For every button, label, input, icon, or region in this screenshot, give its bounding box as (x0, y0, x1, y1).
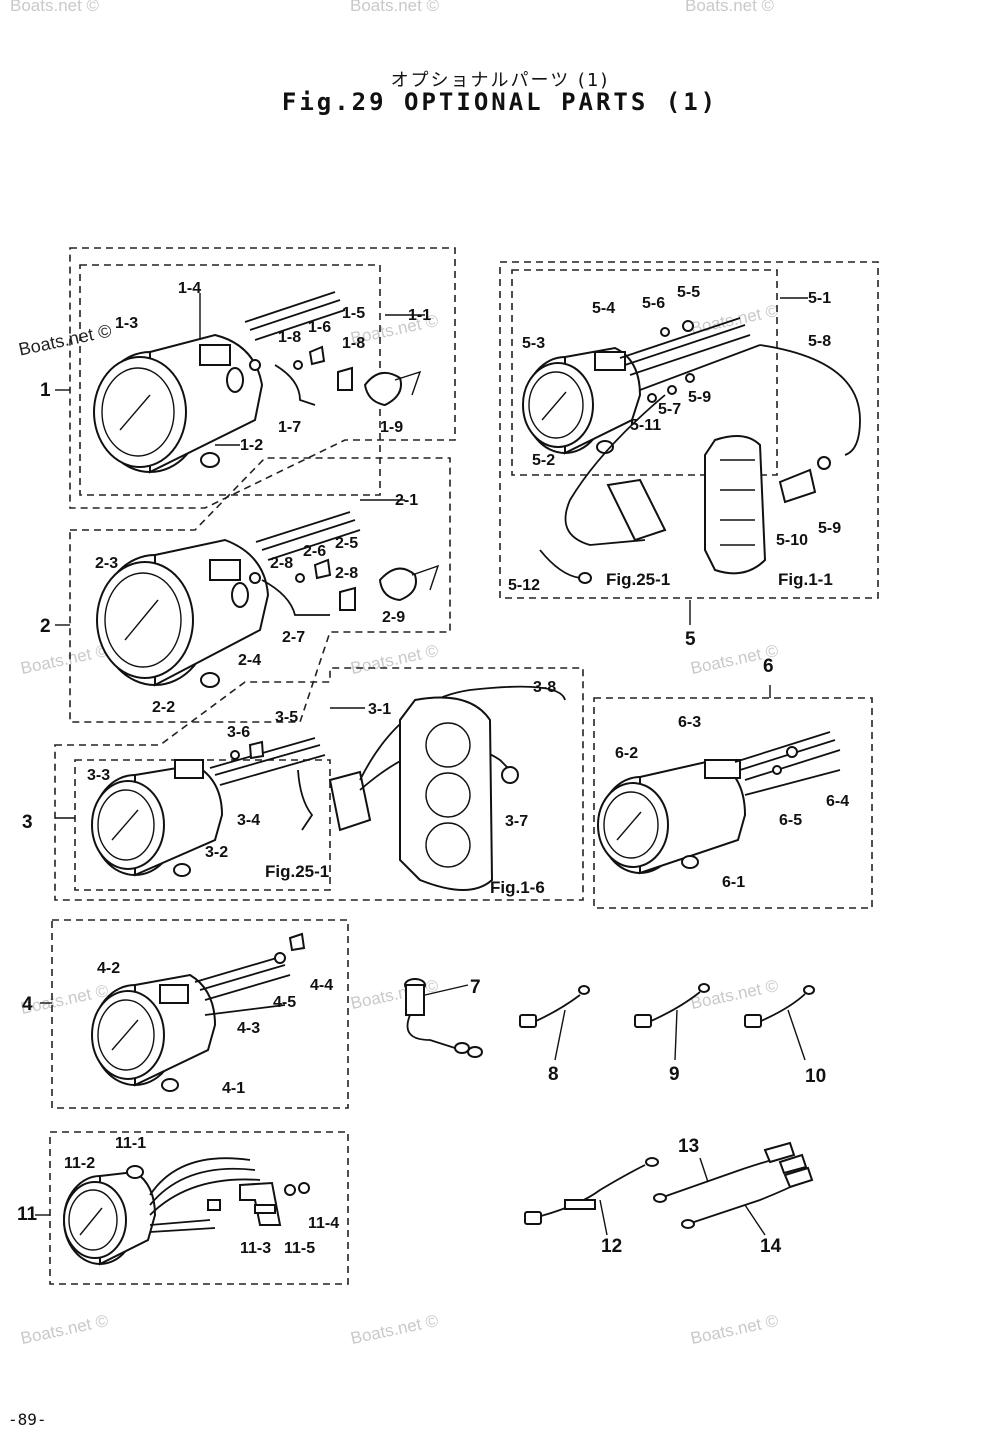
callout-2-8a: 2-8 (270, 555, 293, 572)
figure-title: Fig.29 OPTIONAL PARTS (1) (281, 88, 719, 116)
callout-5-5: 5-5 (677, 284, 700, 301)
callout-2-7: 2-7 (282, 629, 305, 646)
callout-1-8a: 1-8 (278, 329, 301, 346)
group-5-meter-kit (499, 261, 879, 625)
callout-1-4: 1-4 (178, 280, 201, 297)
ref-fig-1-1: Fig.1-1 (778, 570, 833, 589)
group-label-8: 8 (548, 1064, 559, 1085)
group-label-14: 14 (760, 1236, 782, 1257)
callout-2-6: 2-6 (303, 543, 326, 560)
callout-5-3: 5-3 (522, 335, 545, 352)
callout-5-8: 5-8 (808, 333, 831, 350)
group-label-9: 9 (669, 1064, 680, 1085)
ref-fig-1-6: Fig.1-6 (490, 878, 545, 897)
callout-2-4: 2-4 (238, 652, 261, 669)
callout-2-2: 2-2 (152, 699, 175, 716)
watermark: Boats.net © (350, 0, 440, 15)
callout-3-8: 3-8 (533, 679, 556, 696)
callout-1-1: 1-1 (408, 307, 431, 324)
callout-5-6: 5-6 (642, 295, 665, 312)
group-2-tachometer-assembly (55, 457, 451, 723)
group-4-meter-assembly (40, 919, 349, 1109)
callout-4-4: 4-4 (310, 977, 333, 994)
callout-1-3: 1-3 (115, 315, 138, 332)
callout-6-4: 6-4 (826, 793, 849, 810)
callout-2-8b: 2-8 (335, 565, 358, 582)
watermark: Boats.net © (685, 0, 775, 15)
part-13-harness (653, 1141, 808, 1203)
group-label-13: 13 (678, 1136, 699, 1157)
callout-6-3: 6-3 (678, 714, 701, 731)
callout-4-3: 4-3 (237, 1020, 260, 1037)
callout-1-8b: 1-8 (342, 335, 365, 352)
group-label-2: 2 (40, 616, 51, 637)
callout-2-3: 2-3 (95, 555, 118, 572)
group-6-meter-assembly (593, 685, 873, 909)
callout-4-5: 4-5 (273, 994, 296, 1011)
callout-3-2: 3-2 (205, 844, 228, 861)
title-japanese: オプショナルパーツ (1) (390, 70, 610, 91)
callout-4-2: 4-2 (97, 960, 120, 977)
group-11-meter-assembly (35, 1131, 349, 1285)
callout-3-3: 3-3 (87, 767, 110, 784)
callout-5-1: 5-1 (808, 290, 831, 307)
group-3-meter-assembly (54, 667, 584, 901)
callout-5-7: 5-7 (658, 401, 681, 418)
callout-1-6: 1-6 (308, 319, 331, 336)
callout-3-5: 3-5 (275, 709, 298, 726)
callout-6-1: 6-1 (722, 874, 745, 891)
part-10-lead-wire (744, 985, 815, 1061)
group-label-5: 5 (685, 629, 696, 650)
callout-4-1: 4-1 (222, 1080, 245, 1097)
callout-6-5: 6-5 (779, 812, 802, 829)
group-label-7: 7 (470, 977, 481, 998)
callout-2-5: 2-5 (335, 535, 358, 552)
group-label-6: 6 (763, 656, 774, 677)
callout-3-1: 3-1 (368, 701, 391, 718)
part-14-harness (681, 1166, 814, 1236)
callout-1-5: 1-5 (342, 305, 365, 322)
callout-2-1: 2-1 (395, 492, 418, 509)
callout-5-10: 5-10 (776, 532, 808, 549)
group-label-10: 10 (805, 1066, 826, 1087)
callout-3-6: 3-6 (227, 724, 250, 741)
callout-11-1: 11-1 (115, 1135, 146, 1152)
part-9-lead-wire (634, 983, 710, 1061)
callout-11-4: 11-4 (308, 1215, 339, 1232)
page-number: -89- (8, 1410, 47, 1429)
callout-5-9a: 5-9 (688, 389, 711, 406)
callout-1-2: 1-2 (240, 437, 263, 454)
group-label-4: 4 (22, 994, 33, 1015)
part-12-harness (524, 1157, 659, 1236)
callout-5-2: 5-2 (532, 452, 555, 469)
ref-fig-25-1-b: Fig.25-1 (265, 862, 329, 881)
part-7-switch (404, 978, 483, 1058)
group-label-1: 1 (40, 380, 51, 401)
callout-5-4: 5-4 (592, 300, 615, 317)
callout-3-4: 3-4 (237, 812, 260, 829)
group-label-3: 3 (22, 812, 33, 833)
callout-1-9: 1-9 (380, 419, 403, 436)
callout-11-2: 11-2 (64, 1155, 95, 1172)
group-label-11: 11 (17, 1204, 38, 1225)
callout-3-7: 3-7 (505, 813, 528, 830)
ref-fig-25-1-a: Fig.25-1 (606, 570, 670, 589)
callout-11-3: 11-3 (240, 1240, 271, 1257)
callout-5-12: 5-12 (508, 577, 540, 594)
callout-5-11: 5-11 (630, 417, 661, 434)
group-1-tachometer-assembly (55, 247, 456, 509)
callout-1-7: 1-7 (278, 419, 301, 436)
callout-5-9b: 5-9 (818, 520, 841, 537)
callout-2-9: 2-9 (382, 609, 405, 626)
group-label-12: 12 (601, 1236, 622, 1257)
part-8-lead-wire (519, 985, 590, 1061)
callout-6-2: 6-2 (615, 745, 638, 762)
watermark: Boats.net © (10, 0, 100, 15)
callout-11-5: 11-5 (284, 1240, 315, 1257)
